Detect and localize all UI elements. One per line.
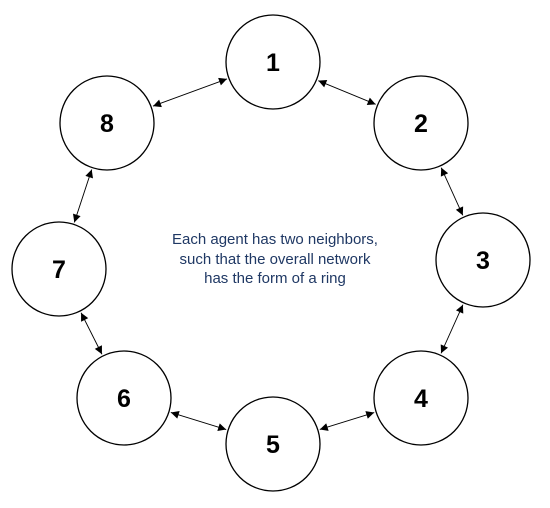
diagram-caption: Each agent has two neighbors, such that … [140,230,410,289]
node-label: 4 [414,385,428,413]
node-1: 1 [225,14,321,110]
node-label: 1 [266,49,280,77]
node-7: 7 [11,221,107,317]
nodes-layer: 1 2 3 4 5 6 7 8 [11,14,531,492]
node-5: 5 [225,396,321,492]
caption-line-2: such that the overall network [179,250,371,268]
node-circle [59,75,155,171]
edge-n2-n3 [440,167,464,216]
caption-line-3: has the form of a ring [204,270,346,287]
edge-n7-n8 [73,169,93,223]
node-circle [373,350,469,446]
node-circle [225,396,321,492]
edge-n5-n6 [170,410,227,432]
node-8: 8 [59,75,155,171]
node-label: 3 [476,247,490,275]
edge-n1-n2 [318,80,376,105]
node-label: 8 [100,110,114,138]
node-label: 6 [117,385,131,413]
node-circle [373,75,469,171]
node-label: 2 [414,110,428,138]
node-circle [225,14,321,110]
edge-n3-n4 [440,304,464,354]
node-2: 2 [373,75,469,171]
node-3: 3 [435,212,531,308]
edges-layer [73,77,464,432]
node-circle [435,212,531,308]
node-4: 4 [373,350,469,446]
edge-n8-n1 [152,77,228,108]
node-label: 7 [52,256,66,284]
node-circle [11,221,107,317]
node-6: 6 [76,350,172,446]
edge-n4-n5 [319,411,375,431]
node-label: 5 [266,431,280,459]
node-circle [76,350,172,446]
caption-line-1: Each agent has two neighbors, [172,231,378,248]
edge-n6-n7 [80,312,103,355]
